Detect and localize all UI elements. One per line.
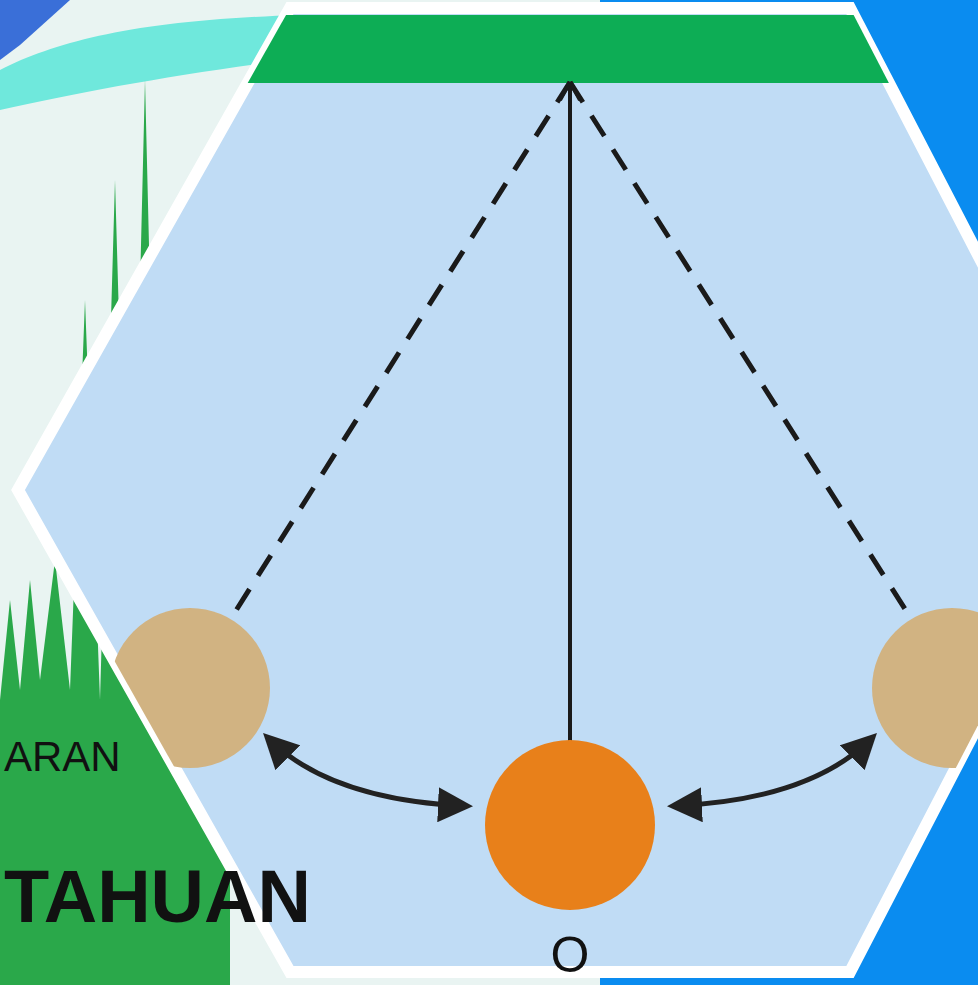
title-fragment: ARAN: [4, 736, 121, 778]
dashed-string: [230, 82, 570, 620]
swing-arrow: [674, 738, 872, 806]
ceiling-support: [240, 15, 890, 83]
pendulum-bob: [485, 740, 655, 910]
swing-arrow: [268, 738, 466, 806]
title-fragment: TAHUAN: [4, 860, 311, 934]
pendulum-bob-right: [872, 608, 978, 768]
point-label: O: [551, 930, 590, 980]
hexagon-frame: [18, 8, 978, 972]
pendulum-bob-left: [110, 608, 270, 768]
pivot: [560, 82, 580, 100]
pendulum-string: [568, 82, 572, 745]
dashed-string: [570, 82, 912, 620]
